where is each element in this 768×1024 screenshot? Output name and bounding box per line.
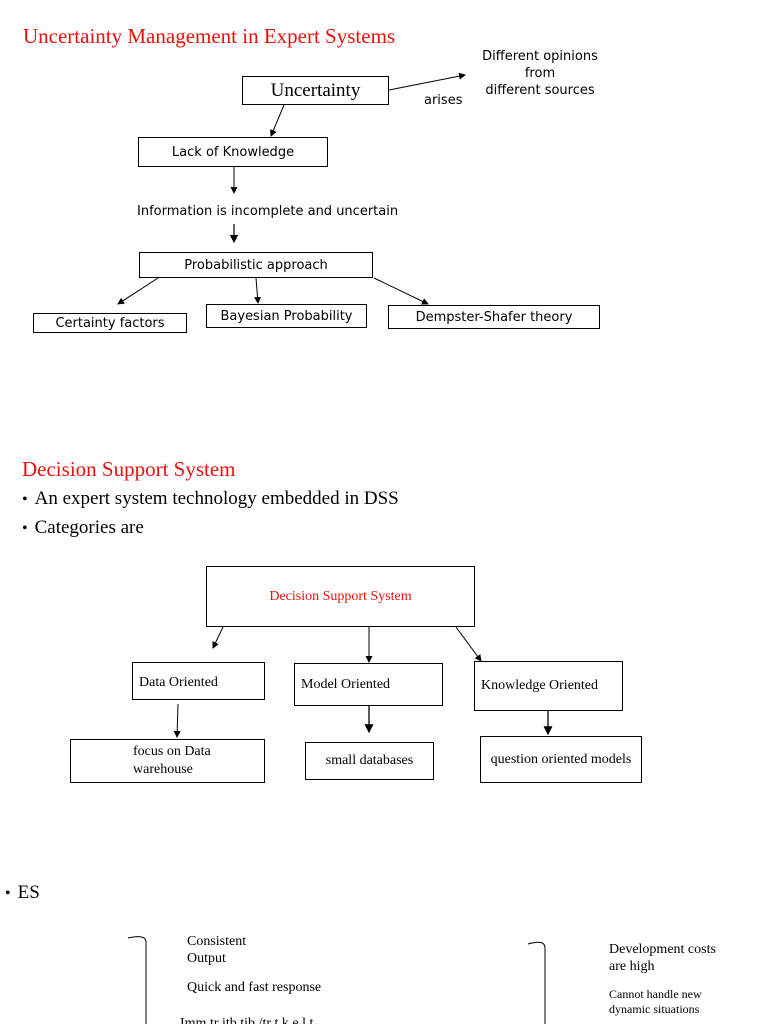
es-dynamic-line1: Cannot handle new (609, 987, 702, 1001)
dss-bullet-2: • Categories are (22, 517, 144, 541)
dss-title: Decision Support System (22, 457, 236, 481)
small-databases-label: small databases (325, 753, 414, 768)
side-note-line2: different sources (485, 83, 595, 98)
side-note-line1: Different opinions from (482, 49, 598, 81)
model-oriented-box: Model Oriented (294, 663, 443, 706)
arises-label: arises (424, 93, 463, 108)
side-note: Different opinions from different source… (470, 48, 610, 99)
es-development-costs-line1: Development costs (609, 942, 716, 957)
es-consistent-output: Consistent Output (187, 933, 246, 967)
es-development-costs-line2: are high (609, 959, 655, 974)
dempster-shafer-label: Dempster-Shafer theory (415, 309, 573, 325)
es-dynamic-line2: dynamic situations (609, 1002, 700, 1016)
probabilistic-approach-box: Probabilistic approach (139, 252, 373, 278)
data-warehouse-box: focus on Data warehouse (70, 739, 265, 783)
model-oriented-label: Model Oriented (301, 676, 391, 692)
dempster-shafer-box: Dempster-Shafer theory (388, 305, 600, 329)
es-cut-off-text: Imm tr itb tib /tr t k e l t (180, 1016, 314, 1024)
es-consistent-line1: Consistent (187, 934, 247, 949)
dss-root-box: Decision Support System (206, 566, 475, 627)
knowledge-oriented-label: Knowledge Oriented (481, 678, 599, 693)
es-dynamic-situations: Cannot handle new dynamic situations (609, 987, 702, 1017)
uncertainty-root-label: Uncertainty (270, 79, 361, 101)
certainty-factors-label: Certainty factors (55, 315, 165, 331)
data-warehouse-line2: warehouse (133, 762, 193, 777)
es-bullet-text: ES (17, 882, 40, 903)
dss-bullet-1-text: An expert system technology embedded in … (34, 488, 399, 509)
uncertainty-title: Uncertainty Management in Expert Systems (23, 24, 396, 48)
es-quick-response: Quick and fast response (187, 980, 322, 995)
data-warehouse-line1: focus on Data (133, 744, 211, 759)
probabilistic-approach-label: Probabilistic approach (184, 257, 328, 273)
certainty-factors-box: Certainty factors (33, 313, 187, 333)
dss-root-label: Decision Support System (269, 588, 412, 604)
es-development-costs: Development costs are high (609, 941, 716, 975)
bullet-dot: • (22, 491, 28, 508)
es-bullet: • ES (5, 882, 40, 906)
data-oriented-box: Data Oriented (132, 662, 265, 700)
bayesian-probability-label: Bayesian Probability (220, 308, 353, 324)
question-models-box: question oriented models (480, 736, 642, 783)
dss-bullet-2-text: Categories are (34, 517, 144, 538)
bullet-dot: • (22, 520, 28, 537)
data-oriented-label: Data Oriented (139, 675, 218, 690)
small-databases-box: small databases (305, 742, 434, 780)
lack-of-knowledge-box: Lack of Knowledge (138, 137, 328, 167)
bayesian-probability-box: Bayesian Probability (206, 304, 367, 328)
dss-bullet-1: • An expert system technology embedded i… (22, 488, 399, 512)
information-text: Information is incomplete and uncertain (137, 204, 399, 219)
uncertainty-root-box: Uncertainty (242, 76, 389, 105)
es-consistent-line2: Output (187, 951, 226, 966)
question-models-label: question oriented models (490, 751, 632, 767)
lack-of-knowledge-label: Lack of Knowledge (171, 144, 295, 160)
bullet-dot: • (5, 885, 11, 902)
knowledge-oriented-box: Knowledge Oriented (474, 661, 623, 711)
